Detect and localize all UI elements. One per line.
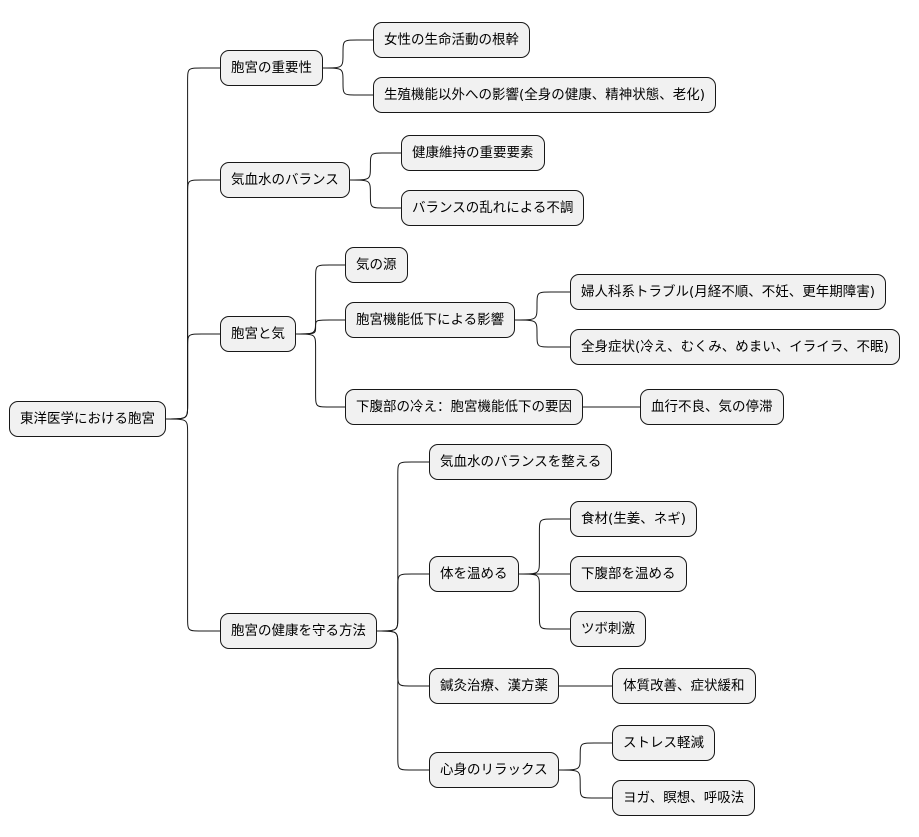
branch-qi-blood-water-balance: 気血水のバランス: [220, 162, 350, 198]
node-acupressure: ツボ刺激: [570, 611, 646, 647]
node-yoga-meditation: ヨガ、瞑想、呼吸法: [612, 780, 756, 816]
node-gynecologic-trouble: 婦人科系トラブル(月経不順、不妊、更年期障害): [570, 274, 887, 310]
branch-uterus-and-qi: 胞宮と気: [220, 316, 296, 352]
node-foods: 食材(生姜、ネギ): [570, 501, 698, 537]
node-warm-lower-abdomen: 下腹部を温める: [570, 556, 687, 592]
connector-line: [514, 319, 570, 348]
node-constitution-improvement: 体質改善、症状緩和: [612, 668, 756, 704]
node-health-key-factor: 健康維持の重要要素: [401, 135, 545, 171]
connector-line: [558, 769, 612, 799]
connector-line: [295, 333, 345, 408]
connector-line: [376, 630, 429, 687]
connector-line: [165, 179, 220, 420]
connector-line: [295, 319, 345, 335]
node-stress-reduction: ストレス軽減: [612, 725, 715, 761]
connector-line: [376, 630, 429, 771]
root-node: 東洋医学における胞宮: [9, 401, 166, 437]
node-warm-body: 体を温める: [429, 556, 519, 592]
connector-line: [518, 573, 570, 630]
node-effects-beyond-reproduction: 生殖機能以外への影響(全身の健康、精神状態、老化): [373, 77, 717, 113]
branch-uterus-importance: 胞宮の重要性: [220, 50, 323, 86]
connector-line: [165, 333, 220, 420]
node-systemic-symptoms: 全身症状(冷え、むくみ、めまい、イライラ、不眠): [570, 329, 900, 365]
node-source-of-qi: 気の源: [345, 247, 408, 283]
node-lower-abdomen-cold: 下腹部の冷え：胞宮機能低下の要因: [345, 389, 583, 425]
connector-line: [376, 461, 429, 632]
connector-line: [376, 573, 429, 632]
connector-line: [349, 152, 401, 181]
branch-uterus-protection-methods: 胞宮の健康を守る方法: [220, 613, 377, 649]
connector-line: [295, 264, 345, 335]
connector-line: [165, 418, 220, 632]
node-acupuncture-kampo: 鍼灸治療、漢方薬: [429, 668, 559, 704]
node-female-life-core: 女性の生命活動の根幹: [373, 22, 530, 58]
node-function-decline-effects: 胞宮機能低下による影響: [345, 302, 516, 338]
connector-line: [518, 518, 570, 575]
connector-line: [322, 67, 373, 96]
connector-line: [165, 67, 220, 420]
connector-line: [558, 742, 612, 771]
node-poor-circulation: 血行不良、気の停滞: [640, 389, 784, 425]
connector-line: [322, 39, 373, 69]
node-mind-body-relax: 心身のリラックス: [429, 752, 559, 788]
node-imbalance-disorder: バランスの乱れによる不調: [401, 190, 585, 226]
node-balance-qi-blood-water: 気血水のバランスを整える: [429, 444, 613, 480]
connector-line: [514, 291, 570, 321]
connector-line: [349, 179, 401, 209]
